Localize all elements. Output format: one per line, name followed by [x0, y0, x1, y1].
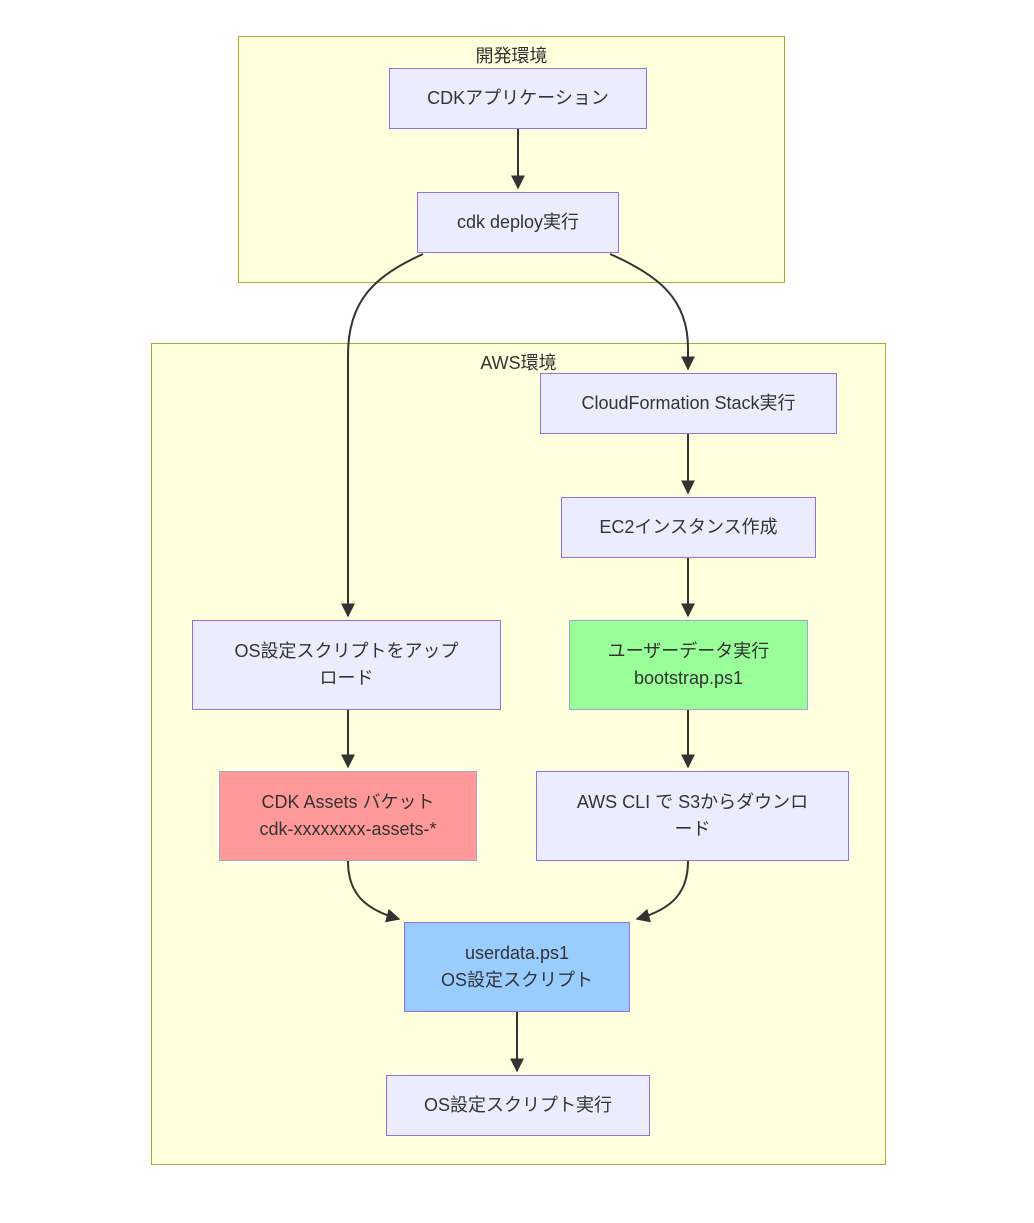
node-label: cdk deploy実行 [456, 212, 580, 232]
node-label: OS設定スクリプト [440, 970, 593, 990]
node-label: userdata.ps1 [464, 943, 570, 963]
edge-cdk-deploy-to-cfn-stack [609, 253, 695, 371]
node-os-script-exec: OS設定スクリプト実行 [386, 1075, 650, 1136]
node-cdk-application: CDKアプリケーション [389, 68, 647, 129]
node-label: bootstrap.ps1 [633, 668, 744, 688]
node-aws-cli-s3-download: AWS CLI で S3からダウンロ ード [536, 771, 849, 861]
node-cdk-assets-bucket: CDK Assets バケット cdk-xxxxxxxx-assets-* [219, 771, 477, 861]
node-ec2-instance-create: EC2インスタンス作成 [561, 497, 816, 558]
node-label: ユーザーデータ実行 [607, 641, 770, 661]
node-userdata-os-script: userdata.ps1 OS設定スクリプト [404, 922, 630, 1012]
node-label: OS設定スクリプトをアップ [234, 641, 459, 661]
cluster-dev-title: 開発環境 [475, 46, 548, 66]
edge-aws-cli-download-to-userdata-script [635, 860, 689, 923]
cluster-aws-environment: AWS環境 [151, 343, 886, 1165]
node-label: ロード [319, 668, 374, 688]
cluster-aws-title: AWS環境 [480, 353, 557, 373]
node-label: AWS CLI で S3からダウンロ [576, 792, 809, 812]
node-label: EC2インスタンス作成 [599, 517, 778, 537]
node-label: CDKアプリケーション [427, 88, 609, 108]
node-label: OS設定スクリプト実行 [423, 1095, 612, 1115]
node-cloudformation-stack: CloudFormation Stack実行 [540, 373, 837, 434]
edge-cdk-assets-bucket-to-userdata-script [347, 860, 401, 923]
node-user-data-exec: ユーザーデータ実行 bootstrap.ps1 [569, 620, 808, 710]
edge-cdk-deploy-to-os-script-upload [341, 253, 424, 618]
node-label: ード [674, 819, 711, 839]
node-label: cdk-xxxxxxxx-assets-* [259, 819, 437, 839]
node-os-script-upload: OS設定スクリプトをアップ ロード [192, 620, 501, 710]
node-label: CloudFormation Stack実行 [581, 393, 796, 413]
node-cdk-deploy: cdk deploy実行 [417, 192, 619, 253]
node-label: CDK Assets バケット [261, 792, 435, 812]
